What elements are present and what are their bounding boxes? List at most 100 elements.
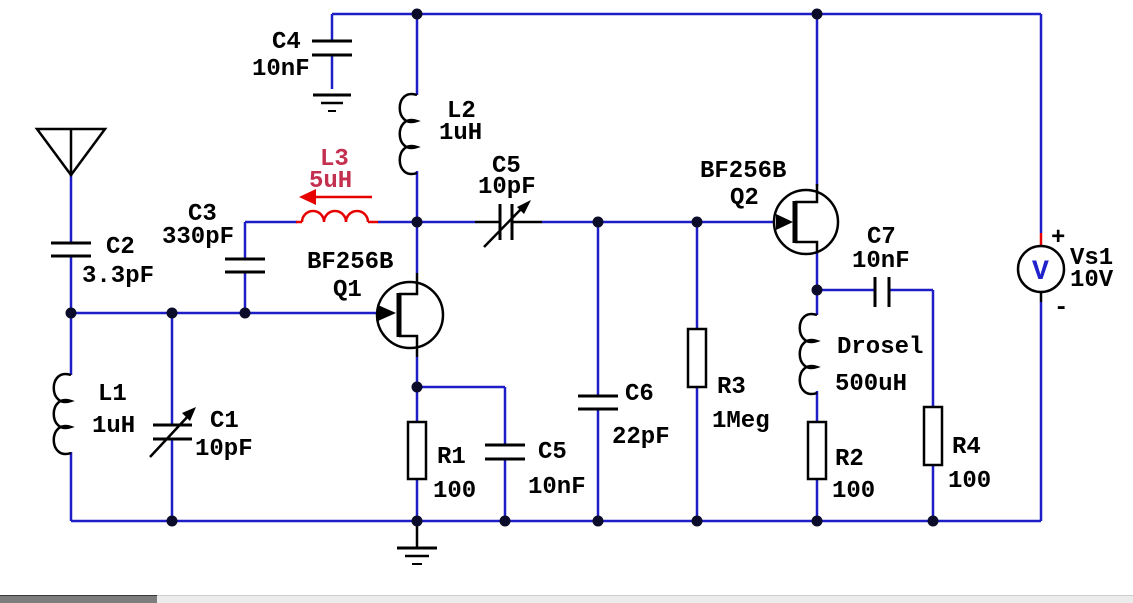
q1-part-label: BF256B bbox=[307, 249, 393, 276]
junction-dot bbox=[65, 307, 77, 319]
c7-capacitor[interactable]: C7 10nF bbox=[852, 224, 910, 307]
junction-dot bbox=[811, 515, 823, 527]
r3-ref-label: R3 bbox=[717, 374, 746, 401]
variable-arrow-head bbox=[517, 200, 531, 214]
junction-dot bbox=[811, 8, 823, 20]
l2-ref-label: L2 bbox=[447, 98, 476, 125]
resistor-body bbox=[686, 327, 708, 389]
c5-variable-capacitor[interactable]: C5 10pF bbox=[475, 153, 542, 248]
junction-dots bbox=[65, 8, 939, 527]
l1-ref-label: L1 bbox=[98, 381, 127, 408]
drain-lead bbox=[399, 273, 419, 296]
voltmeter-letter: V bbox=[1032, 257, 1049, 288]
r3-value-label: 1Meg bbox=[712, 408, 770, 435]
transistor-body bbox=[375, 280, 445, 350]
c4-value-label: 10nF bbox=[252, 56, 310, 83]
c4-ref-label: C4 bbox=[272, 29, 301, 56]
current-arrow-head bbox=[299, 189, 316, 205]
drosel-ref-label: Drosel bbox=[837, 334, 923, 361]
junction-dot bbox=[811, 284, 823, 296]
ground-symbol-bottom[interactable] bbox=[397, 521, 437, 565]
junction-dot bbox=[691, 216, 703, 228]
l2-inductor[interactable]: L2 1uH bbox=[398, 92, 482, 176]
minus-sign: - bbox=[1054, 295, 1068, 322]
c5-bypass-value-label: 10nF bbox=[528, 474, 586, 501]
ground-symbol-top[interactable] bbox=[313, 93, 351, 112]
q1-transistor[interactable]: BF256B Q1 bbox=[307, 249, 445, 357]
inductor-coil bbox=[52, 372, 75, 456]
junction-dot bbox=[166, 515, 178, 527]
r1-ref-label: R1 bbox=[437, 444, 466, 471]
wires bbox=[69, 12, 1043, 523]
junction-dot bbox=[691, 515, 703, 527]
c3-ref-label: C3 bbox=[188, 201, 217, 228]
junction-dot bbox=[411, 216, 423, 228]
inductor-coil bbox=[398, 92, 421, 176]
r2-ref-label: R2 bbox=[835, 446, 864, 473]
junction-dot bbox=[927, 515, 939, 527]
c2-ref-label: C2 bbox=[106, 234, 135, 261]
vs1-voltage-source[interactable]: V + - Vs1 10V bbox=[1016, 225, 1114, 322]
c1-ref-label: C1 bbox=[210, 408, 239, 435]
r1-value-label: 100 bbox=[433, 478, 476, 505]
c5-tune-ref-label: C5 bbox=[492, 153, 521, 180]
junction-dot bbox=[166, 307, 178, 319]
r2-resistor[interactable]: R2 100 bbox=[806, 420, 875, 505]
c5-bypass-capacitor[interactable]: C5 10nF bbox=[485, 439, 586, 501]
q2-ref-label: Q2 bbox=[730, 185, 759, 212]
c1-value-label: 10pF bbox=[195, 436, 253, 463]
r4-value-label: 100 bbox=[948, 468, 991, 495]
l1-value-label: 1uH bbox=[92, 413, 135, 440]
drain-lead bbox=[795, 184, 819, 204]
c4-capacitor[interactable]: C4 10nF bbox=[252, 29, 352, 83]
junction-dot bbox=[239, 307, 251, 319]
resistor-body bbox=[806, 420, 828, 481]
c2-value-label: 3.3pF bbox=[82, 263, 154, 290]
r1-resistor[interactable]: R1 100 bbox=[406, 420, 476, 505]
source-lead bbox=[399, 334, 419, 357]
variable-arrow-shaft bbox=[483, 205, 525, 248]
r2-value-label: 100 bbox=[832, 478, 875, 505]
c6-capacitor[interactable]: C6 22pF bbox=[578, 381, 670, 451]
q2-transistor[interactable]: BF256B Q2 bbox=[700, 158, 840, 256]
r3-resistor[interactable]: R3 1Meg bbox=[686, 327, 770, 435]
l1-inductor[interactable]: L1 1uH bbox=[52, 372, 135, 456]
junction-dot bbox=[411, 8, 423, 20]
c7-ref-label: C7 bbox=[867, 224, 896, 251]
c1-variable-capacitor[interactable]: C1 10pF bbox=[149, 407, 253, 463]
l3-value-label: 5uH bbox=[309, 168, 352, 195]
c5-bypass-ref-label: C5 bbox=[538, 439, 567, 466]
junction-dot bbox=[499, 515, 511, 527]
l3-inductor-highlighted[interactable]: L3 5uH bbox=[296, 146, 378, 224]
drosel-inductor[interactable]: Drosel 500uH bbox=[798, 312, 924, 398]
l3-ref-label: L3 bbox=[320, 146, 349, 173]
junction-dot bbox=[411, 515, 423, 527]
variable-arrow-head bbox=[182, 407, 196, 421]
r4-resistor[interactable]: R4 100 bbox=[922, 405, 991, 495]
source-lead bbox=[795, 240, 819, 252]
q2-part-label: BF256B bbox=[700, 158, 786, 185]
antenna-symbol[interactable] bbox=[34, 127, 108, 178]
inductor-coil bbox=[300, 209, 370, 223]
junction-dot bbox=[592, 515, 604, 527]
transistor-body bbox=[772, 188, 840, 256]
drosel-value-label: 500uH bbox=[835, 371, 907, 398]
c6-ref-label: C6 bbox=[625, 381, 654, 408]
c5-tune-value-label: 10pF bbox=[478, 174, 536, 201]
l2-value-label: 1uH bbox=[439, 120, 482, 147]
inductor-coil bbox=[798, 312, 821, 396]
c3-capacitor[interactable]: C3 330pF bbox=[162, 201, 265, 274]
c2-capacitor[interactable]: C2 3.3pF bbox=[51, 234, 154, 290]
gate-arrow bbox=[378, 305, 396, 321]
resistor-body bbox=[922, 405, 944, 467]
plus-sign: + bbox=[1051, 225, 1065, 252]
horizontal-scrollbar-thumb[interactable] bbox=[0, 595, 157, 603]
horizontal-scrollbar-track[interactable] bbox=[0, 595, 1133, 603]
vs1-ref-label: Vs1 bbox=[1070, 245, 1113, 272]
c3-value-label: 330pF bbox=[162, 224, 234, 251]
variable-arrow-shaft bbox=[149, 413, 191, 458]
junction-dot bbox=[592, 216, 604, 228]
c6-value-label: 22pF bbox=[612, 424, 670, 451]
